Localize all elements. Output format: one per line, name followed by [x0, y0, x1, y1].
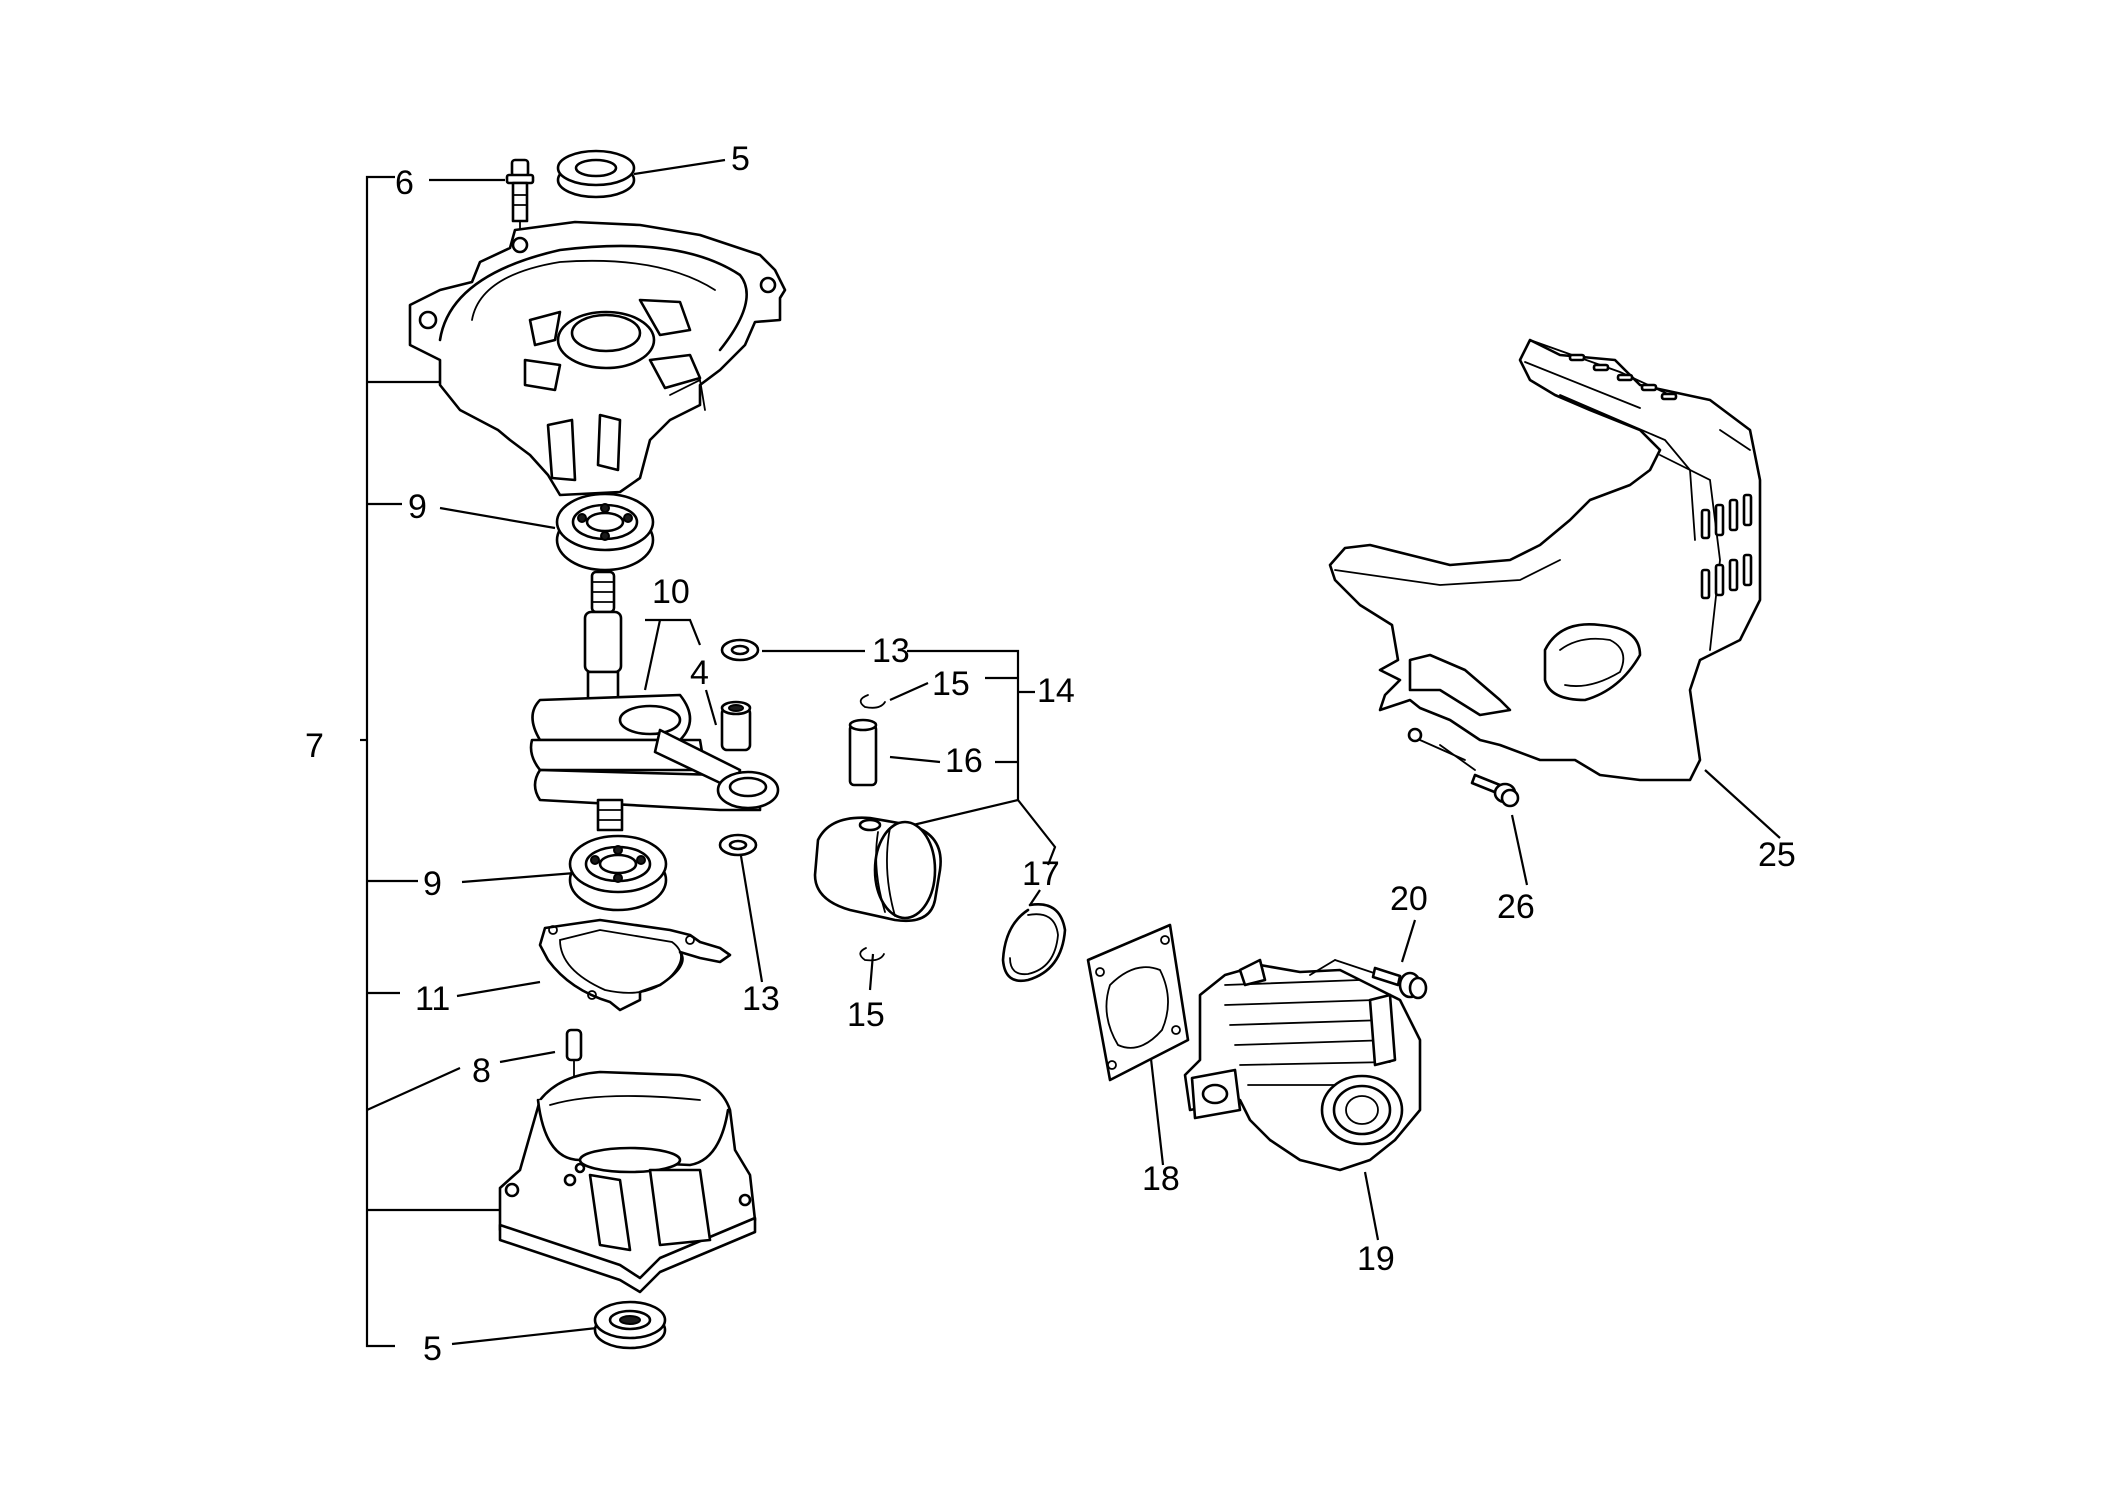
washer-part	[720, 638, 760, 662]
callout-label: 4	[690, 654, 709, 692]
piston-part	[813, 816, 942, 923]
callout-label: 15	[847, 996, 885, 1034]
callout-label: 10	[652, 573, 690, 611]
leader-lines	[429, 158, 1781, 1346]
callout-label: 16	[945, 742, 983, 780]
callout-label: 5	[423, 1330, 442, 1368]
callout-label: 13	[872, 632, 910, 670]
washer-part	[718, 833, 758, 857]
cover-bolt-part	[1439, 744, 1520, 808]
callout-label: 9	[423, 865, 442, 903]
callout-label: 11	[415, 980, 450, 1018]
cylinder-gasket-part	[1086, 923, 1190, 1082]
callout-label: 8	[472, 1052, 491, 1090]
circlip-part	[859, 694, 886, 709]
callout-label: 15	[932, 665, 970, 703]
cylinder-cover-part	[1328, 338, 1762, 782]
cylinder-part	[1183, 958, 1422, 1172]
crankcase-upper-half-part	[408, 220, 787, 497]
cylinder-bolt-part	[1309, 959, 1428, 1000]
assembly-bracket	[360, 175, 500, 1348]
callout-label: 17	[1022, 855, 1060, 893]
needle-bearing-part	[720, 700, 752, 752]
piston-ring-part	[1001, 902, 1067, 983]
callout-label: 14	[1037, 672, 1075, 710]
piston-pin-part	[848, 718, 878, 787]
oil-seal-part	[593, 1300, 667, 1350]
ball-bearing-part	[555, 492, 655, 572]
callout-label: 25	[1758, 836, 1796, 874]
callout-label: 18	[1142, 1160, 1180, 1198]
crankcase-lower-half-part	[498, 1070, 757, 1294]
callout-label: 26	[1497, 888, 1535, 926]
callout-label: 19	[1357, 1240, 1395, 1278]
callout-label: 5	[731, 140, 750, 178]
callout-label: 7	[305, 727, 324, 765]
callout-label: 6	[395, 164, 414, 202]
circlip-part	[859, 947, 885, 962]
callout-label: 13	[742, 980, 780, 1018]
crankcase-gasket-part	[538, 918, 732, 1012]
callout-label: 20	[1390, 880, 1428, 918]
oil-seal-part	[556, 149, 636, 199]
ball-bearing-part	[568, 834, 668, 912]
callout-label: 9	[408, 488, 427, 526]
crankshaft-part	[529, 570, 780, 832]
